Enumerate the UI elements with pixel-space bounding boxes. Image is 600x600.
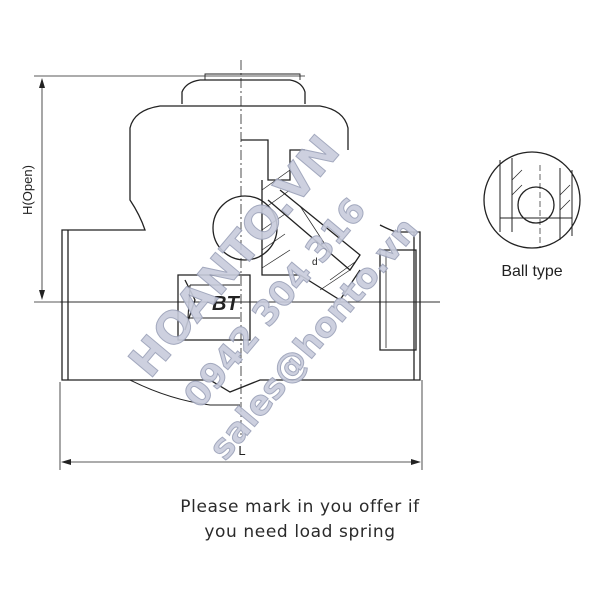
angle-mark-label: d [312, 257, 318, 268]
body-mark-label: BT [212, 293, 240, 315]
length-dimension-label: L [238, 443, 245, 458]
valve-body [60, 60, 440, 440]
ball-type-detail [483, 151, 581, 249]
note-line-2: you need load spring [204, 522, 396, 542]
length-dimension [59, 380, 423, 470]
ball-type-caption: Ball type [501, 263, 562, 280]
height-dimension-label: H(Open) [20, 165, 35, 215]
note-line-1: Please mark in you offer if [180, 497, 420, 517]
